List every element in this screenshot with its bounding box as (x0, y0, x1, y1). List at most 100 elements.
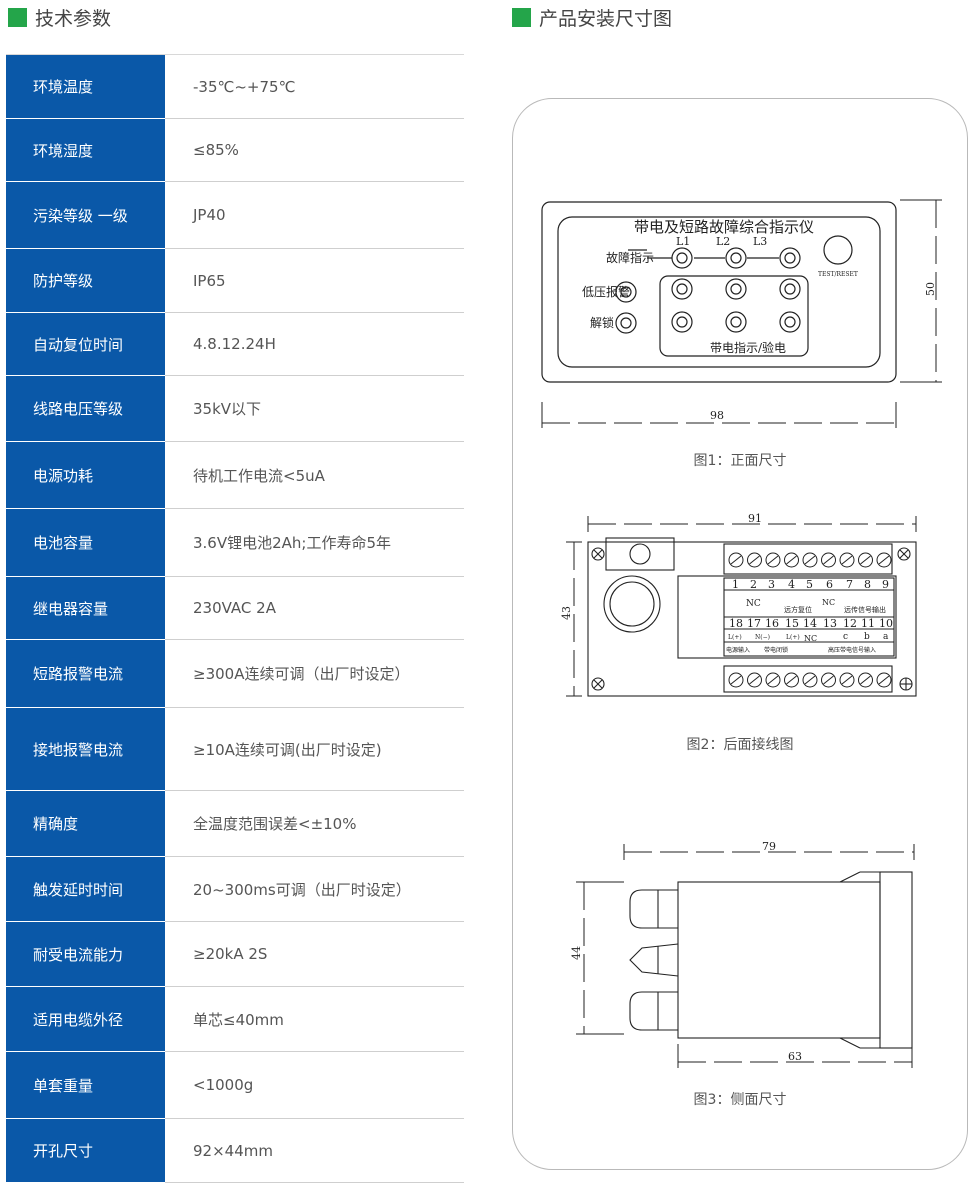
terminal-number-bottom: 14 (803, 617, 817, 630)
spec-value: ≤85% (193, 141, 239, 159)
front-width-dimension: 98 (710, 409, 724, 422)
terminal-number-bottom: 10 (879, 617, 893, 630)
terminal-screw-slot (749, 675, 760, 685)
terminal-screw (765, 672, 781, 688)
nc-label-top: NC (746, 599, 761, 609)
spec-value: 4.8.12.24H (193, 335, 276, 353)
terminal-number-bottom: 15 (785, 617, 799, 630)
spec-row: 适用电缆外径单芯≤40mm (6, 987, 464, 1052)
terminal-number-top: 3 (768, 578, 775, 591)
spec-label: 环境温度 (6, 55, 165, 119)
front-view-drawing: 带电及短路故障综合指示仪 L1 L2 L3 故障指示 低压报警 解锁 TEST/… (541, 199, 942, 428)
terminal-screw (821, 552, 836, 568)
terminal-screw-slot (860, 555, 871, 565)
terminal-screw (839, 672, 855, 688)
front-device-title: 带电及短路故障综合指示仪 (634, 218, 814, 236)
spec-label: 电源功耗 (6, 442, 165, 509)
drawings-heading: 产品安装尺寸图 (512, 4, 672, 30)
spec-value: IP65 (193, 271, 226, 290)
specs-heading-text: 技术参数 (35, 7, 112, 30)
terminal-screw (876, 672, 892, 688)
spec-row: 精确度 全温度范围误差<±10% (6, 791, 464, 857)
terminal-screw-slot (767, 675, 779, 685)
terminal-screw (821, 672, 836, 688)
spec-row: 自动复位时间 4.8.12.24H (6, 313, 464, 376)
terminal-number-top: 5 (806, 578, 813, 591)
terminal-screw-slot (841, 675, 853, 685)
terminal-screw-slot (823, 555, 834, 565)
phase-c-label: c (843, 632, 848, 642)
terminal-number-bottom: 17 (747, 617, 761, 630)
unlock-label: 解锁 (590, 315, 614, 330)
spec-label: 自动复位时间 (6, 313, 165, 376)
rear-terminal-screws (728, 552, 892, 688)
terminal-screw (802, 552, 818, 568)
remote-reset-label: 远方复位 (784, 605, 812, 614)
spec-label: 触发延时时间 (6, 857, 165, 922)
spec-value: 20~300ms可调（出厂时设定） (193, 880, 411, 899)
spec-row: 触发延时时间 20~300ms可调（出厂时设定） (6, 857, 464, 922)
terminal-screw-slot (804, 555, 816, 565)
spec-label: 防护等级 (6, 249, 165, 313)
terminal-screw-slot (786, 675, 797, 685)
terminal-screw (747, 672, 762, 688)
phase-label-l3: L3 (753, 235, 767, 248)
test-reset-label: TEST/RESET (818, 271, 858, 278)
spec-label: 耐受电流能力 (6, 922, 165, 987)
terminal-number-top: 2 (750, 578, 757, 591)
terminal-screw (765, 552, 781, 568)
terminal-screw-slot (878, 555, 890, 565)
spec-label: 短路报警电流 (6, 640, 165, 708)
spec-value: 待机工作电流<5uA (193, 466, 325, 485)
terminal-number-bottom: 11 (861, 617, 875, 630)
spec-label: 环境湿度 (6, 119, 165, 182)
terminal-screw (858, 552, 873, 568)
n-minus-label: N(−) (755, 634, 770, 641)
terminal-number-top: 1 (732, 578, 739, 591)
figure-2-caption: 图2：后面接线图 (686, 737, 794, 753)
terminal-screw (784, 672, 799, 688)
spec-row: 环境温度-35℃~+75℃ (6, 55, 464, 119)
terminal-screw-slot (786, 555, 797, 565)
spec-value: 92×44mm (193, 1141, 273, 1160)
spec-label: 污染等级 一级 (6, 182, 165, 249)
spec-value: 3.6V锂电池2Ah;工作寿命5年 (193, 534, 392, 552)
spec-value: ≥20kA 2S (193, 945, 268, 963)
terminal-number-bottom: 12 (843, 617, 857, 630)
terminal-number-bottom: 16 (765, 617, 779, 630)
terminal-number-top: 9 (882, 578, 889, 591)
rear-width-dimension: 91 (748, 512, 762, 525)
spec-value: 全温度范围误差<±10% (193, 815, 357, 833)
spec-value: ≥10A连续可调(出厂时设定) (193, 740, 382, 759)
drawing-panel (512, 98, 968, 1170)
spec-value: JP40 (193, 206, 226, 224)
phase-a-label: a (883, 632, 889, 642)
spec-row: 接地报警电流≥10A连续可调(出厂时设定) (6, 708, 464, 791)
low-voltage-label: 低压报警 (582, 284, 630, 299)
spec-value: 35kV以下 (193, 400, 262, 418)
terminal-screw-slot (823, 675, 834, 685)
side-body-dimension: 63 (788, 1050, 802, 1063)
terminal-number-bottom: 18 (729, 617, 743, 630)
side-length-dimension: 79 (762, 840, 776, 853)
terminal-number-top: 7 (846, 578, 853, 591)
remote-signal-label: 远传信号输出 (844, 605, 886, 614)
terminal-screw (728, 672, 744, 688)
spec-row: 单套重量 <1000g (6, 1052, 464, 1119)
spec-label: 单套重量 (6, 1052, 165, 1119)
spec-row: 环境湿度 ≤85% (6, 119, 464, 182)
l-plus-label-2: L(+) (786, 634, 800, 641)
spec-label: 继电器容量 (6, 577, 165, 640)
spec-value: <1000g (193, 1076, 254, 1094)
terminal-screw (728, 552, 744, 568)
phase-label-l1: L1 (676, 235, 690, 248)
spec-row: 耐受电流能力 ≥20kA 2S (6, 922, 464, 987)
terminal-screw-slot (841, 555, 853, 565)
spec-value: 单芯≤40mm (193, 1010, 284, 1029)
spec-label: 精确度 (6, 791, 165, 857)
live-lock-label: 带电闭锁 (764, 646, 788, 654)
terminal-screw-slot (767, 555, 779, 565)
